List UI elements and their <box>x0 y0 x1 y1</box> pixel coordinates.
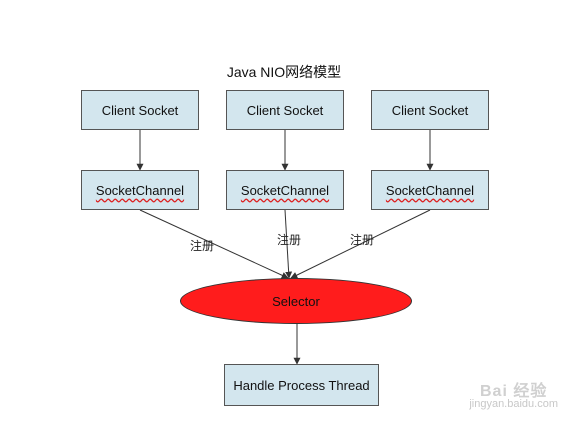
handle-process-thread-box: Handle Process Thread <box>224 364 379 406</box>
register-label-2: 注册 <box>277 233 302 247</box>
socket-channel-2: SocketChannel <box>226 170 344 210</box>
handle-process-thread-label: Handle Process Thread <box>233 377 370 393</box>
diagram-title: Java NIO网络模型 <box>226 64 342 80</box>
arrow-channel2-to-selector <box>284 209 293 279</box>
selector-label: Selector <box>272 293 320 309</box>
watermark-url: jingyan.baidu.com <box>469 398 558 410</box>
register-label-3: 注册 <box>350 233 375 247</box>
client-socket-2: Client Socket <box>226 90 344 130</box>
selector-ellipse: Selector <box>180 278 412 324</box>
client-socket-3: Client Socket <box>371 90 489 130</box>
watermark-logo: Bai 经验 <box>479 383 548 400</box>
client-socket-1-label: Client Socket <box>101 102 179 118</box>
socket-channel-2-label: SocketChannel <box>240 182 330 198</box>
client-socket-2-label: Client Socket <box>246 102 324 118</box>
socket-channel-3-label: SocketChannel <box>385 182 475 198</box>
client-socket-3-label: Client Socket <box>391 102 469 118</box>
socket-channel-1-label: SocketChannel <box>95 182 185 198</box>
arrow-channel3-to-selector <box>290 209 431 279</box>
register-label-1: 注册 <box>190 239 215 253</box>
socket-channel-1: SocketChannel <box>81 170 199 210</box>
client-socket-1: Client Socket <box>81 90 199 130</box>
watermark: Bai 经验 jingyan.baidu.com <box>469 383 558 411</box>
arrow-channel1-to-selector <box>139 209 289 279</box>
socket-channel-3: SocketChannel <box>371 170 489 210</box>
